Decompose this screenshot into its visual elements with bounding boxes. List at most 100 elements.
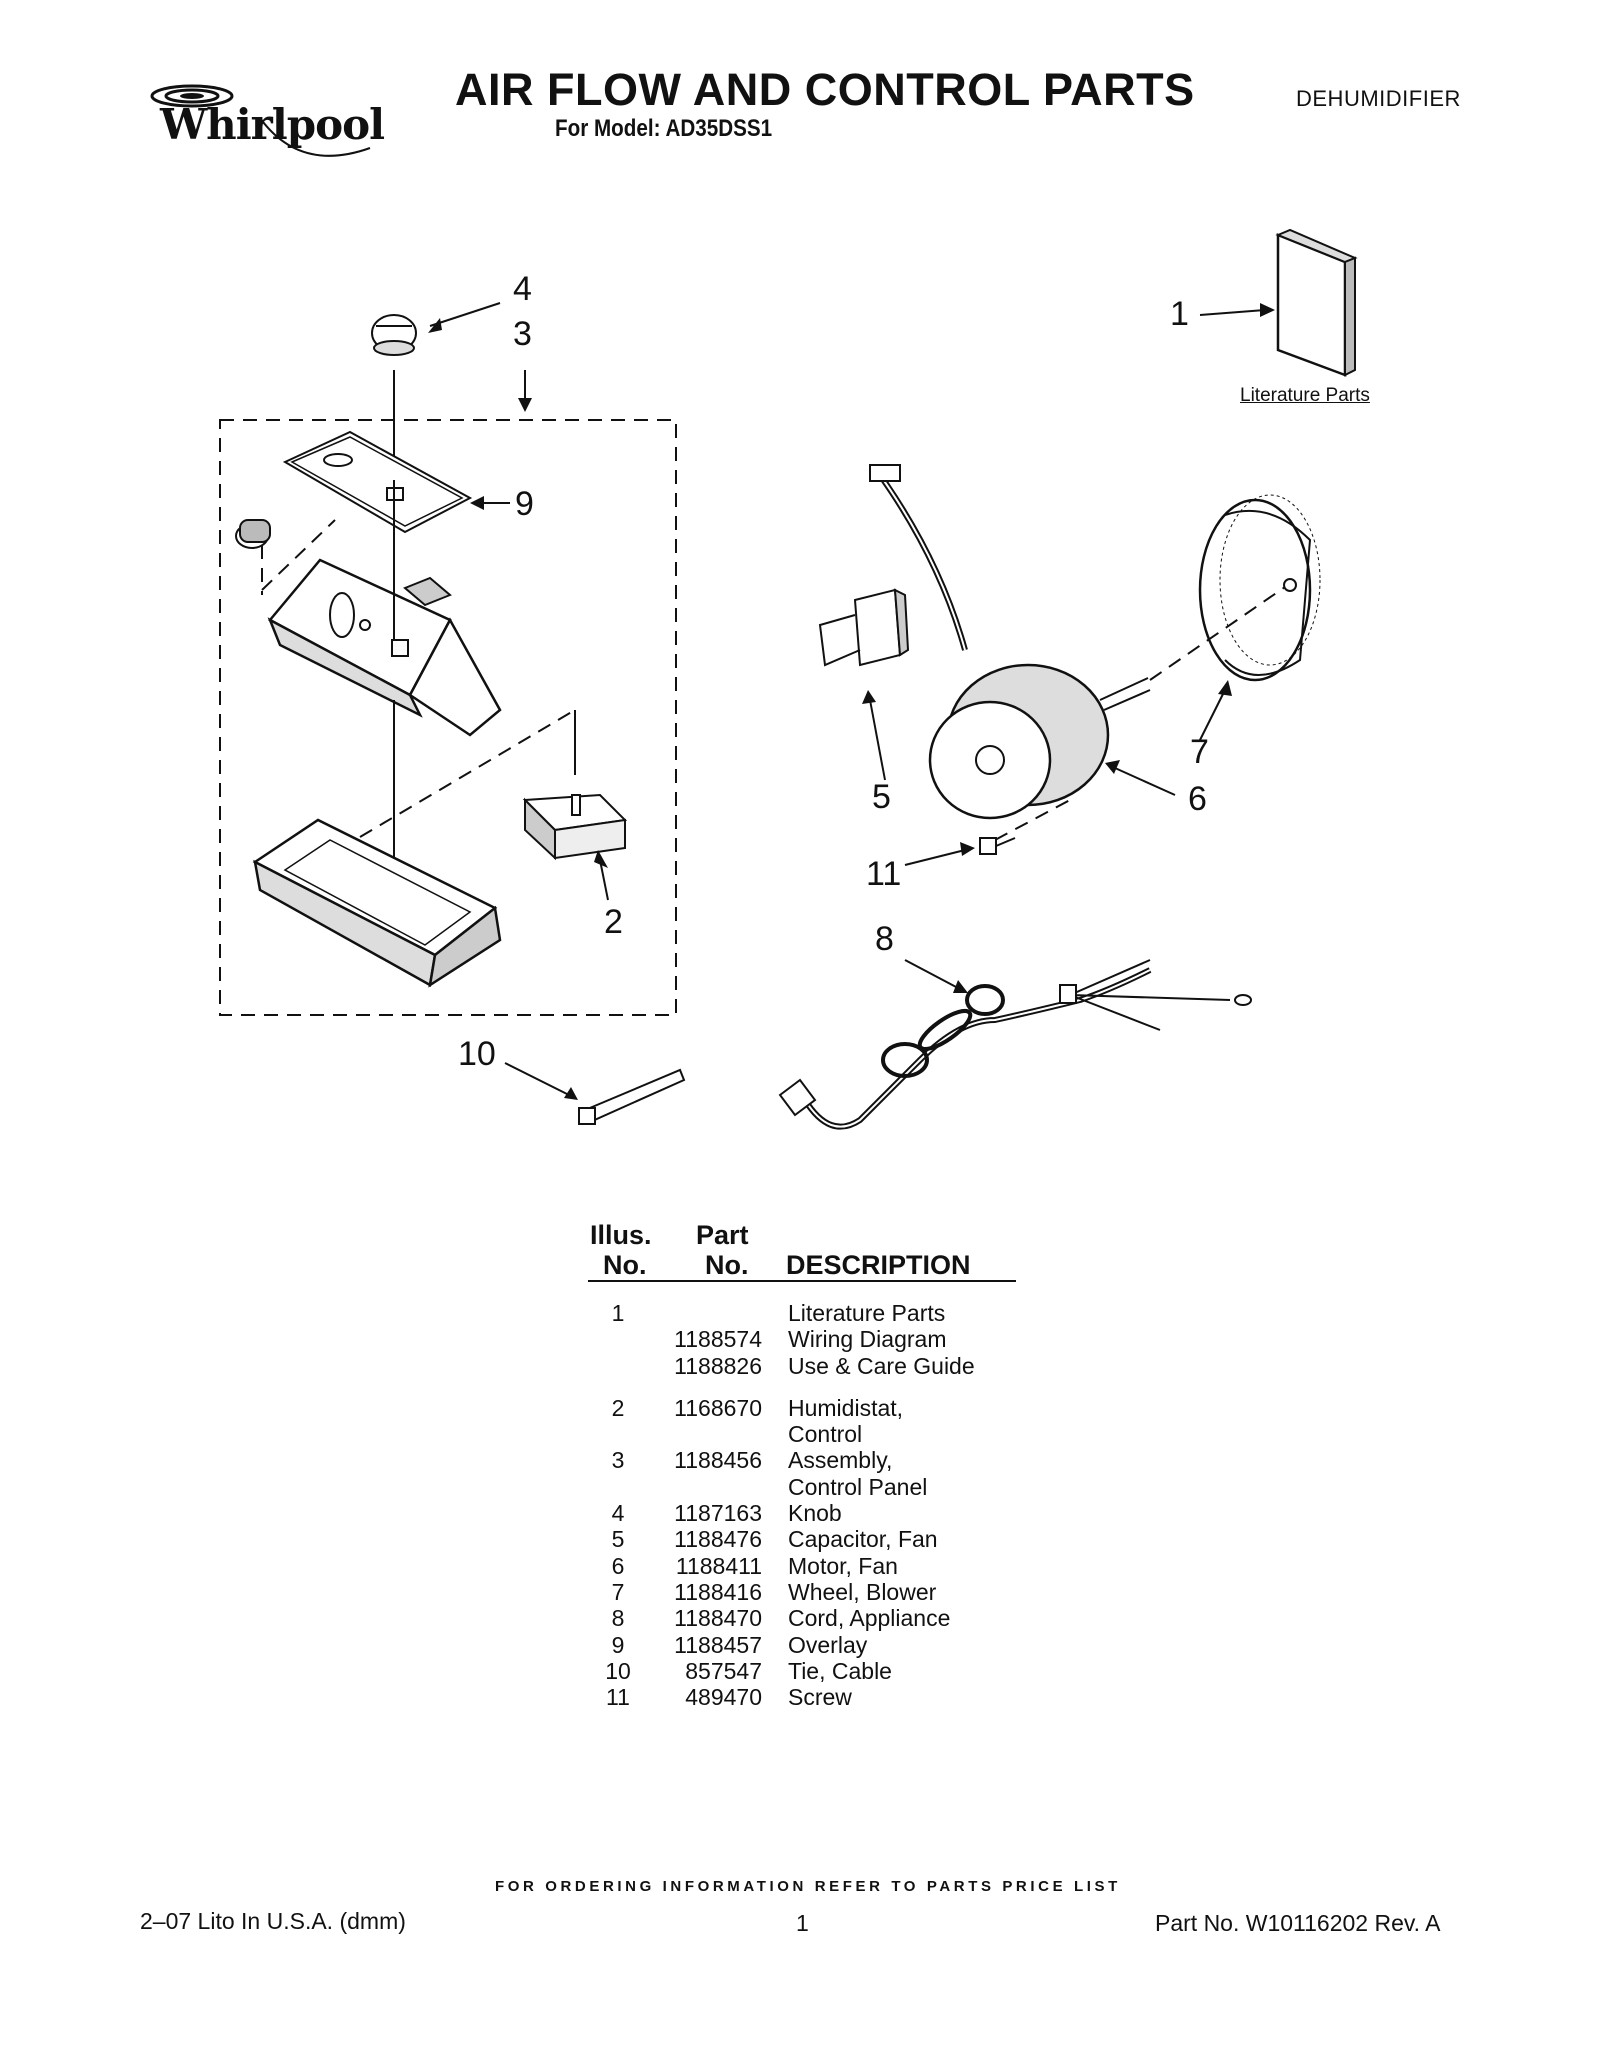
illus-no: 4 [611,1500,625,1527]
callout-7: 7 [1190,733,1209,771]
part-no: 1188574 [674,1326,762,1353]
literature-booklet-part [1275,228,1358,377]
illus-no: 11 [606,1684,630,1711]
control-panel-assembly-boundary [219,419,677,1016]
overlay-part [282,430,473,534]
document-part-number: Part No. W10116202 Rev. A [1155,1910,1441,1936]
part-no: 1188470 [674,1605,762,1632]
table-row: 6 1188411 Motor, Fan [588,1553,1018,1579]
part-no: 857547 [685,1657,762,1684]
illus-no: 2 [611,1394,625,1421]
parts-table: Illus. No. Part No. DESCRIPTION 1 Literat… [588,1220,1018,1710]
table-row: 5 1188476 Capacitor, Fan [588,1526,1018,1552]
callout-9: 9 [515,485,534,523]
description: Overlay [788,1631,868,1658]
description: Wiring Diagram [788,1326,947,1353]
header-part-bottom: No. [705,1250,749,1280]
table-row: 10 857547 Tie, Cable [588,1658,1018,1684]
callout-2: 2 [604,903,623,941]
illus-no: 1 [611,1300,625,1326]
motor-lead-wires [869,464,968,651]
product-category: DEHUMIDIFIER [1296,86,1461,111]
brand-logo: Whirlpool [140,78,385,168]
header-illus-bottom: No. [603,1250,647,1280]
cable-tie-part [578,1068,686,1125]
illus-no: 8 [611,1605,625,1632]
description: Knob [788,1500,842,1527]
description: Motor, Fan [788,1552,898,1579]
description: Cord, Appliance [788,1605,951,1632]
callout-6: 6 [1188,780,1207,818]
parts-table-header: Illus. No. Part No. DESCRIPTION [588,1220,1018,1280]
description: Tie, Cable [788,1657,892,1684]
description: Assembly, [788,1447,893,1474]
illus-no: 7 [611,1578,625,1605]
callout-10: 10 [458,1035,496,1073]
table-row: 3 1188456 Assembly, [588,1447,1018,1473]
callout-8: 8 [875,920,894,958]
header-illus-top: Illus. [590,1220,652,1250]
control-housing-part [267,480,502,737]
part-no: 1188476 [674,1526,762,1553]
illus-no: 6 [611,1552,625,1579]
header-description: DESCRIPTION [786,1250,971,1280]
literature-parts-label: Literature Parts [1240,385,1370,406]
description: Control [788,1421,863,1448]
part-no: 1187163 [674,1500,762,1527]
part-no: 1188457 [674,1631,762,1658]
part-no: 1168670 [674,1394,762,1421]
table-row: 8 1188470 Cord, Appliance [588,1605,1018,1631]
callout-1: 1 [1170,295,1189,333]
illus-no: 10 [605,1657,631,1684]
capacitor-part [818,588,910,667]
table-row: Control [588,1421,1018,1447]
whirlpool-swirl-icon [150,84,371,157]
description: Screw [788,1684,852,1711]
table-row: 7 1188416 Wheel, Blower [588,1579,1018,1605]
print-info: 2–07 Lito In U.S.A. (dmm) [140,1908,406,1934]
header-rule [588,1280,1016,1282]
exploded-parts-diagram [219,228,1358,1130]
table-row: 1 Literature Parts [588,1300,1018,1326]
illus-no: 9 [611,1631,625,1658]
illus-no: 3 [611,1447,625,1474]
part-no: 1188411 [675,1552,762,1579]
part-no: 1188456 [674,1447,762,1474]
page-title: AIR FLOW AND CONTROL PARTS [455,64,1195,115]
part-no: 1188416 [674,1578,762,1605]
description: Literature Parts [788,1300,946,1326]
page-number: 1 [796,1910,809,1936]
callout-3: 3 [513,315,532,353]
description: Use & Care Guide [788,1352,975,1379]
control-tray-part [252,700,576,988]
indicator-light-part [235,519,336,595]
ordering-note: FOR ORDERING INFORMATION REFER TO PARTS … [495,1878,1121,1895]
table-row: Control Panel [588,1474,1018,1500]
table-row: 11 489470 Screw [588,1684,1018,1710]
table-row: 1188574 Wiring Diagram [588,1326,1018,1352]
description: Wheel, Blower [788,1578,937,1605]
blower-wheel-part [1149,494,1321,682]
description: Control Panel [788,1473,928,1500]
header-part-top: Part [696,1220,749,1250]
illus-no: 5 [611,1526,625,1553]
fan-motor-part [928,663,1151,820]
table-row: 4 1187163 Knob [588,1500,1018,1526]
callout-5: 5 [872,778,891,816]
table-row: 1188826 Use & Care Guide [588,1353,1018,1379]
table-row: 9 1188457 Overlay [588,1632,1018,1658]
callout-11: 11 [866,855,902,893]
description: Capacitor, Fan [788,1526,938,1553]
knob-part [371,314,417,480]
description: Humidistat, [788,1394,904,1421]
appliance-cord-part [778,959,1252,1130]
screw-part [979,837,1016,855]
table-row [588,1379,1018,1395]
part-no: 489470 [685,1684,762,1711]
callout-4: 4 [513,270,532,308]
part-no: 1188826 [674,1352,762,1379]
brand-name: Whirlpool [160,100,385,149]
model-subtitle: For Model: AD35DSS1 [555,115,773,142]
table-row: 2 1168670 Humidistat, [588,1395,1018,1421]
